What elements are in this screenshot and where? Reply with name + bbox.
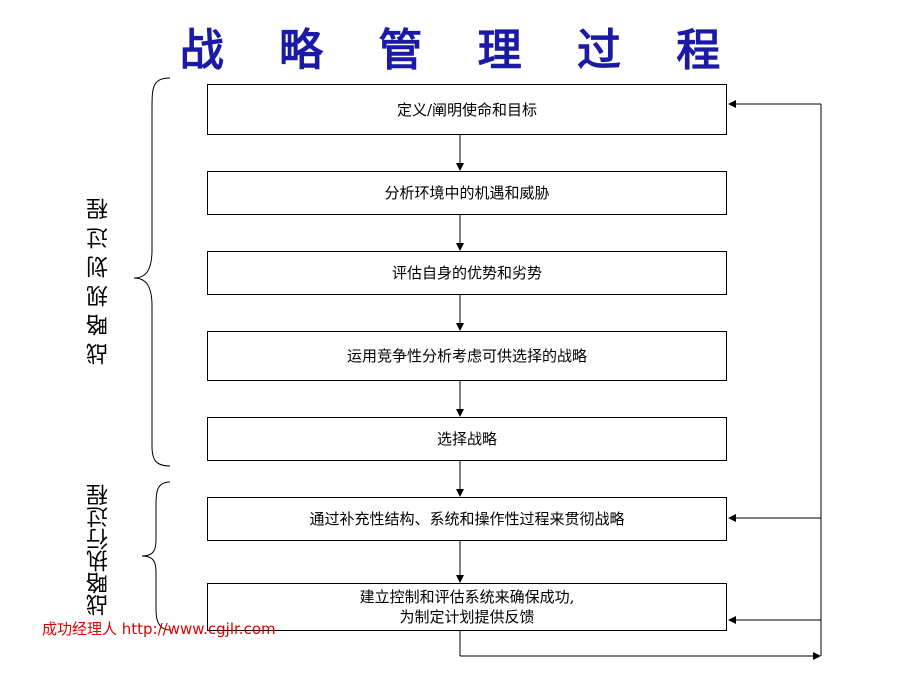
execution-brace — [141, 481, 171, 631]
execution-phase-label: 战略执行过程 — [87, 484, 112, 616]
planning-brace — [133, 77, 171, 467]
page-title: 战 略 管 理 过 程 — [179, 25, 741, 76]
step-control-evaluation: 建立控制和评估系统来确保成功, 为制定计划提供反馈 — [207, 583, 727, 631]
step-define-mission: 定义/阐明使命和目标 — [207, 84, 727, 135]
step-assess-strengths: 评估自身的优势和劣势 — [207, 251, 727, 295]
step-implement-strategy: 通过补充性结构、系统和操作性过程来贯彻战略 — [207, 497, 727, 541]
step-select-strategy: 选择战略 — [207, 417, 727, 461]
step-analyze-environment: 分析环境中的机遇和威胁 — [207, 171, 727, 215]
footer-watermark: 成功经理人 http://www.cgjlr.com — [42, 620, 276, 638]
step-competitive-analysis: 运用竞争性分析考虑可供选择的战略 — [207, 331, 727, 381]
planning-phase-label: 战 略 规 划 过 程 — [87, 198, 112, 365]
